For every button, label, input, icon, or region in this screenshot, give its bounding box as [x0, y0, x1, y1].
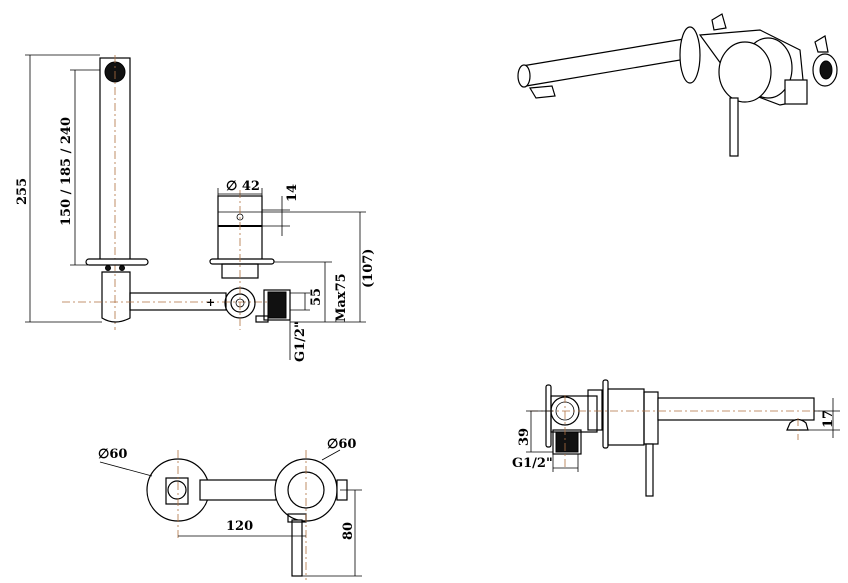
- dim-total-height: 255: [15, 178, 30, 205]
- svg-text:+: +: [206, 296, 215, 309]
- perspective-view: [517, 13, 838, 157]
- thread-side: [555, 431, 579, 453]
- handle-3d: [718, 41, 772, 103]
- connecting-pipe: [129, 292, 227, 311]
- dim-outlet-height: 17: [821, 410, 836, 428]
- pipe-top: [199, 479, 277, 501]
- handle-wall-plate: [209, 258, 275, 265]
- lever-3d: [729, 97, 739, 157]
- dim-thread-side: G1/2": [512, 456, 553, 471]
- spout-body: [101, 271, 131, 323]
- dim-lever-length: 80: [341, 522, 356, 540]
- outlet-thread-icon: [819, 60, 833, 80]
- dim-thread: G1/2": [293, 321, 308, 362]
- side-view: 39 G1/2" 17: [512, 379, 840, 497]
- thread-inlet: [263, 289, 291, 321]
- dim-spout-options: 150 / 185 / 240: [59, 117, 74, 226]
- top-view: ∅60 ∅60 120 80: [98, 437, 362, 580]
- dim-right-plate-diameter: ∅60: [327, 437, 356, 452]
- dim-left-plate-diameter: ∅60: [98, 447, 127, 462]
- dim-handle-diameter: ∅ 42: [226, 179, 260, 194]
- dim-cap-height: 14: [285, 184, 300, 202]
- front-view: + 255 150 / 185 / 240 ∅ 42 14: [15, 54, 376, 362]
- lever-top: [291, 519, 303, 577]
- dim-projection: (107): [361, 249, 376, 288]
- dim-inlet-height: 39: [517, 428, 532, 446]
- spout-wall-plate: [85, 258, 149, 266]
- spout-side: [657, 397, 815, 421]
- wall-plate-3d: [679, 26, 701, 84]
- dim-centers: 120: [226, 519, 253, 534]
- spout-3d: [521, 37, 693, 87]
- dim-inlet-offset: 55: [309, 288, 324, 306]
- lever-side: [645, 443, 654, 497]
- dim-max-depth: Max75: [334, 273, 349, 322]
